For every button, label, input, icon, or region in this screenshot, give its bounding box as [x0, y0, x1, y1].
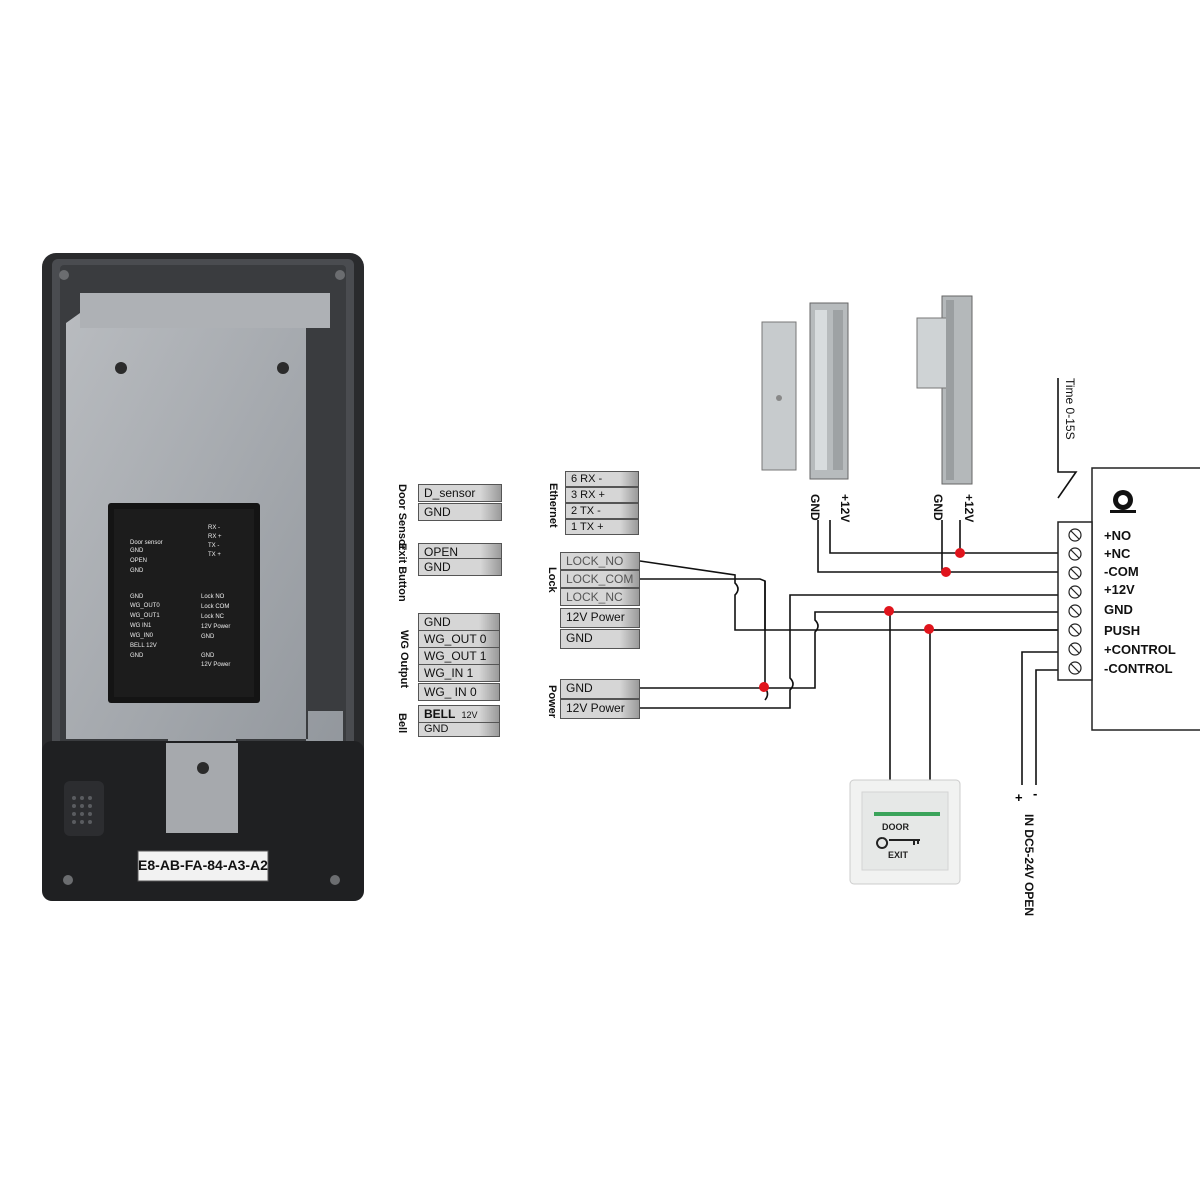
- screw-icon: [59, 270, 69, 280]
- controller-logo-icon: [1110, 490, 1136, 513]
- board-label-wg-in0: WG_IN0: [130, 633, 154, 639]
- terminal-gnd: GND: [418, 558, 502, 576]
- terminal-wg-out0: WG_OUT 0: [418, 630, 500, 648]
- board-label-tx-plus: TX +: [208, 552, 221, 558]
- controller-terminal-gnd: GND: [1104, 602, 1133, 617]
- board-label-lock-nc: Lock NC: [201, 614, 225, 620]
- input-plus-label: +: [1015, 790, 1023, 805]
- board-label-bell-12v: BELL 12V: [130, 643, 157, 649]
- controller-box: [1091, 467, 1200, 731]
- junction-dot: [759, 682, 769, 692]
- screw-icon: [330, 875, 340, 885]
- board-label-12v-power: 12V Power: [201, 624, 231, 630]
- board-label-gnd: GND: [201, 634, 215, 640]
- junction-dot: [924, 624, 934, 634]
- strike-gnd-label: GND: [931, 494, 945, 521]
- magnetic-lock: [761, 302, 849, 480]
- board-label-lock-com: Lock COM: [201, 604, 230, 610]
- terminal-wg-in0: WG_ IN 0: [418, 683, 500, 701]
- exit-switch-exit-text: EXIT: [888, 850, 909, 860]
- wire-control-plus: [1021, 651, 1062, 785]
- terminal-bell-voltage: 12V: [461, 710, 478, 720]
- controller-terminal-push: PUSH: [1104, 623, 1141, 638]
- screw-icon: [63, 875, 73, 885]
- terminal-bell-label: BELL: [424, 707, 456, 721]
- terminal-rx-minus: 6 RX -: [565, 471, 639, 487]
- time-label: Time 0-15S: [1063, 378, 1077, 440]
- controller-terminal-control-plus: +CONTROL: [1104, 642, 1176, 657]
- terminal-d-sensor: D_sensor: [418, 484, 502, 502]
- exit-switch-door-text: DOOR: [882, 822, 909, 832]
- junction-dot: [955, 548, 965, 558]
- controller-terminal-strip: [1057, 521, 1093, 681]
- board-label-wg-in1: WG IN1: [130, 623, 152, 629]
- terminal-bell-gnd: GND: [418, 722, 500, 737]
- board-label-gnd: GND: [130, 548, 144, 554]
- junction-dot: [941, 567, 951, 577]
- terminal-tx-minus: 2 TX -: [565, 503, 639, 519]
- board-label-open: OPEN: [130, 558, 148, 564]
- board-label-gnd: GND: [130, 594, 144, 600]
- terminal-lock-no: LOCK_NO: [560, 552, 640, 570]
- wire-maglock-gnd: [817, 520, 942, 573]
- controller-terminal-nc: +NC: [1104, 546, 1131, 561]
- screw-icon: [335, 270, 345, 280]
- controller-terminal-no: +NO: [1104, 528, 1132, 543]
- terminal-lock-gnd: GND: [560, 629, 640, 649]
- junction-dot: [884, 606, 894, 616]
- board-label-lock-no: Lock NO: [201, 594, 225, 600]
- controller-terminal-com: -COM: [1104, 564, 1139, 579]
- input-voltage-label: IN DC5-24V OPEN: [1022, 814, 1036, 917]
- terminal-lock-12v: 12V Power: [560, 608, 640, 628]
- terminal-power-gnd: GND: [560, 679, 640, 699]
- terminal-tx-plus: 1 TX +: [565, 519, 639, 535]
- terminal-wg-in1: WG_IN 1: [418, 664, 500, 682]
- board-label-gnd: GND: [130, 568, 144, 574]
- controller-terminal-control-minus: -CONTROL: [1104, 661, 1173, 676]
- board-label-rx-plus: RX +: [208, 534, 222, 540]
- board-label-gnd: GND: [201, 653, 215, 659]
- device-back-panel: [42, 253, 364, 901]
- access-control-device: Door sensor GND OPEN GND RX - RX + TX - …: [38, 253, 368, 901]
- wire-control-minus: [1035, 669, 1062, 785]
- wire-power-12v: [640, 594, 1062, 709]
- exit-button-switch: [849, 779, 961, 885]
- board-label-12v-power: 12V Power: [201, 662, 231, 668]
- mount-hole-icon: [115, 362, 127, 374]
- mount-hole-icon: [277, 362, 289, 374]
- wire-lock-no: [639, 560, 1062, 631]
- wire-12v-strike: [959, 520, 1062, 554]
- board-label-rx-minus: RX -: [208, 525, 220, 531]
- time-leader: [1057, 378, 1078, 499]
- maglock-gnd-label: GND: [808, 494, 822, 521]
- electric-strike-lock: [916, 295, 973, 485]
- terminal-power-12v: 12V Power: [560, 699, 640, 719]
- strike-12v-label: +12V: [962, 494, 976, 523]
- board-label-tx-minus: TX -: [208, 543, 220, 549]
- terminal-lock-com: LOCK_COM: [560, 570, 640, 588]
- terminal-rx-plus: 3 RX +: [565, 487, 639, 503]
- wire-maglock-12v: [829, 520, 960, 554]
- terminal-lock-nc: LOCK_NC: [560, 588, 640, 606]
- terminal-wg-gnd: GND: [418, 613, 500, 631]
- board-label-door-sensor: Door sensor: [130, 540, 163, 546]
- serial-label: E8-AB-FA-84-A3-A2: [138, 857, 268, 873]
- mount-hole-icon: [197, 762, 209, 774]
- wire-power-gnd: [640, 611, 1062, 689]
- input-minus-label: -: [1033, 786, 1038, 801]
- board-label-gnd: GND: [130, 653, 144, 659]
- board-label-wg-out0: WG_OUT0: [130, 603, 160, 609]
- controller-terminal-12v: +12V: [1104, 582, 1135, 597]
- maglock-12v-label: +12V: [838, 494, 852, 523]
- wire-lock-com: [640, 578, 769, 701]
- terminal-gnd: GND: [418, 503, 502, 521]
- board-label-wg-out1: WG_OUT1: [130, 613, 160, 619]
- key-icon: [876, 837, 920, 849]
